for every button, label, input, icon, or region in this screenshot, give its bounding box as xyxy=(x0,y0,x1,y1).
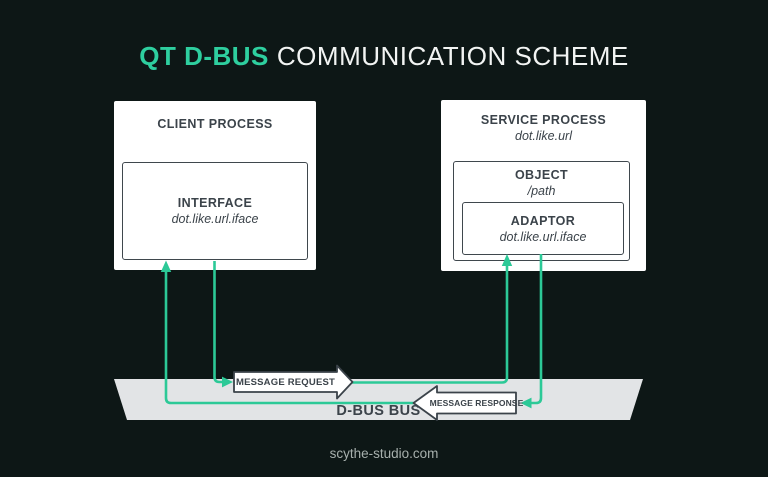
interface-address: dot.like.url.iface xyxy=(171,212,259,226)
title-highlight: QT D-BUS xyxy=(139,41,269,71)
client-process-label: CLIENT PROCESS xyxy=(157,117,273,131)
title-rest: COMMUNICATION SCHEME xyxy=(276,41,629,71)
client-process-box: CLIENT PROCESS INTERFACE dot.like.url.if… xyxy=(114,101,316,270)
service-process-box: SERVICE PROCESS dot.like.url OBJECT /pat… xyxy=(441,100,646,271)
adaptor-box: ADAPTOR dot.like.url.iface xyxy=(462,202,624,255)
message-request-label: MESSAGE REQUEST xyxy=(235,376,336,388)
adaptor-label: ADAPTOR xyxy=(510,213,576,228)
footer-url: scythe-studio.com xyxy=(329,446,439,461)
request-line-to-adaptor xyxy=(350,266,509,384)
object-box: OBJECT /path ADAPTOR dot.like.url.iface xyxy=(453,161,630,261)
service-address: dot.like.url xyxy=(515,129,572,143)
interface-box: INTERFACE dot.like.url.iface xyxy=(122,162,308,260)
service-process-label: SERVICE PROCESS xyxy=(480,113,607,127)
response-line-from-adaptor xyxy=(531,254,543,405)
interface-label: INTERFACE xyxy=(177,196,253,210)
message-response-label: MESSAGE RESPONSE xyxy=(429,397,524,408)
object-path: /path xyxy=(527,184,556,198)
object-label: OBJECT xyxy=(514,168,569,182)
request-arrowhead-right-icon xyxy=(222,376,233,388)
request-line-from-client xyxy=(213,261,223,384)
adaptor-address: dot.like.url.iface xyxy=(499,229,587,244)
dbus-bus-label: D-BUS BUS xyxy=(336,403,421,419)
